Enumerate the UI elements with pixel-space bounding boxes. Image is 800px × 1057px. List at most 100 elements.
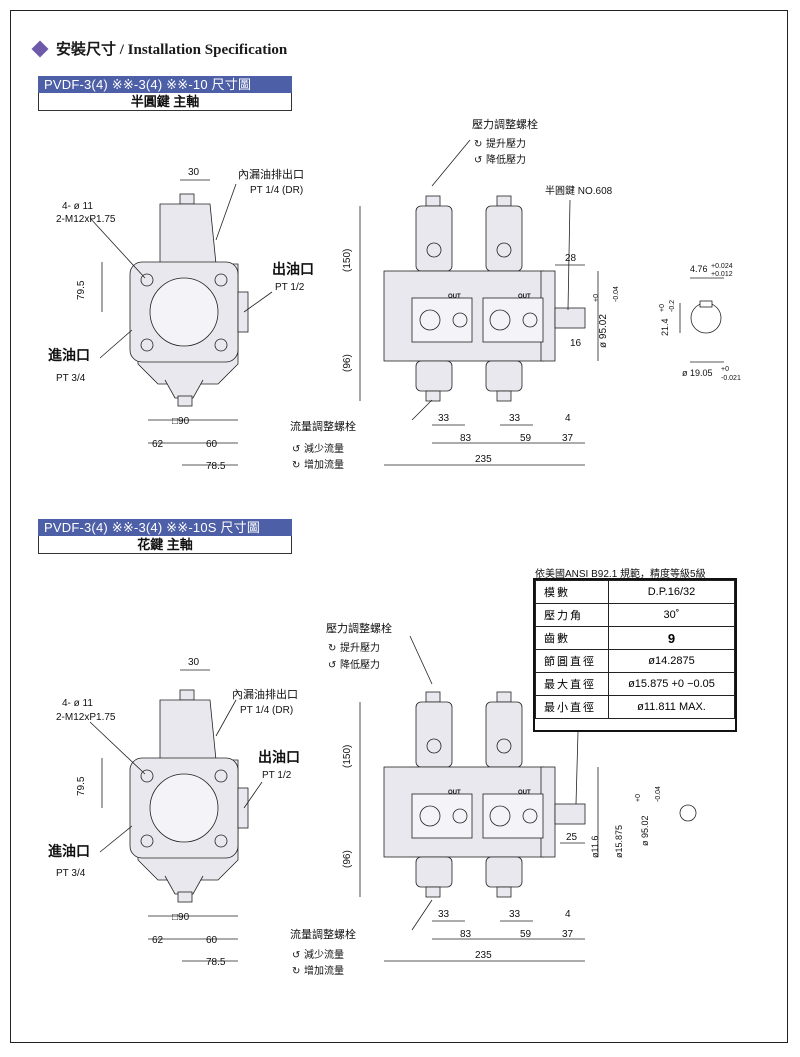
section2-model: PVDF-3(4) ※※-3(4) ※※-10S 尺寸圖 xyxy=(38,519,292,536)
dim-83: 83 xyxy=(460,433,472,444)
label2-out-1: OUT xyxy=(448,790,461,796)
dim-95: ø 95.02 xyxy=(598,314,609,348)
dim-16: 16 xyxy=(570,338,582,349)
lower-arrow-icon: ↺ xyxy=(474,155,482,166)
label2-outlet: 出油口 xyxy=(258,749,300,765)
label-pressure-screw: 壓力調整螺栓 xyxy=(472,117,538,131)
spec-table-border xyxy=(533,578,737,732)
label2-thread: 2-M12xP1.75 xyxy=(56,712,116,723)
spec-value: 30˚ xyxy=(608,603,735,627)
increase2-arrow-icon: ↻ xyxy=(292,966,300,977)
label2-reduce-flow: 減少流量 xyxy=(304,948,344,961)
label-drain-port: 內漏油排出口 xyxy=(238,167,304,181)
dim-90: □90 xyxy=(172,416,190,427)
dim2-79-5: 79.5 xyxy=(76,776,87,796)
section2-title: PVDF-3(4) ※※-3(4) ※※-10S 尺寸圖 花鍵 主軸 xyxy=(38,519,292,555)
spec-key: 模數 xyxy=(535,580,609,604)
label-thread: 2-M12xP1.75 xyxy=(56,214,116,225)
dim-33b: 33 xyxy=(509,413,521,424)
dim-60: 60 xyxy=(206,439,218,450)
dim-shaft-d-dn: -0.021 xyxy=(721,375,741,382)
dim2-59: 59 xyxy=(520,929,532,940)
dim2-150: (150) xyxy=(342,745,353,768)
dim-key-h-up: +0 xyxy=(659,304,666,312)
dim2-90: □90 xyxy=(172,912,190,923)
spec-value: ø15.875 +0 −0.05 xyxy=(608,672,735,696)
section2-subtitle: 花鍵 主軸 xyxy=(38,536,292,554)
dim-key-h: 21.4 xyxy=(660,318,670,336)
dim-shaft-d: ø 19.05 xyxy=(682,368,713,378)
drawing-spline: 30 □90 62 60 78.5 79.5 (150) (96) 33 33 … xyxy=(48,621,697,977)
label-outlet-spec: PT 1/2 xyxy=(275,282,305,293)
dim2-62: 62 xyxy=(152,935,164,946)
spec-table-caption: 依美國ANSI B92.1 規範，精度等級5級 xyxy=(535,569,706,580)
spec-value: 9 xyxy=(608,626,735,650)
label2-inlet-spec: PT 3/4 xyxy=(56,868,86,879)
dim-30: 30 xyxy=(188,167,200,178)
label-out-2: OUT xyxy=(518,294,531,300)
label2-drain-spec: PT 1/4 (DR) xyxy=(240,705,293,716)
dim2-4: 4 xyxy=(565,909,571,920)
dim-235: 235 xyxy=(475,454,492,465)
label2-flow-screw: 流量調整螺栓 xyxy=(290,927,356,941)
dim2-37: 37 xyxy=(562,929,574,940)
dim-95-tol-up: +0 xyxy=(593,294,600,302)
label2-raise-pressure: 提升壓力 xyxy=(340,641,380,654)
dim-key-w-dn: +0.012 xyxy=(711,271,733,278)
dim-150: (150) xyxy=(342,249,353,272)
label-holes: 4- ø 11 xyxy=(62,201,93,212)
spec-key: 壓力角 xyxy=(535,603,609,627)
dim-59: 59 xyxy=(520,433,532,444)
label2-increase-flow: 增加流量 xyxy=(304,964,344,977)
dim-key-w: 4.76 xyxy=(690,264,708,274)
reduce2-arrow-icon: ↺ xyxy=(292,950,300,961)
spec-key: 最大直徑 xyxy=(535,672,609,696)
dim2-30: 30 xyxy=(188,657,200,668)
raise2-arrow-icon: ↻ xyxy=(328,643,336,654)
label-reduce-flow: 減少流量 xyxy=(304,442,344,455)
spec-key: 節圓直徑 xyxy=(535,649,609,673)
drawing-half-round-key: 30 □90 62 60 78.5 79.5 (150) (96) 33 33 … xyxy=(48,117,741,472)
label2-inlet: 進油口 xyxy=(48,843,90,859)
dim2-235: 235 xyxy=(475,950,492,961)
dim-37: 37 xyxy=(562,433,574,444)
dim2-83: 83 xyxy=(460,929,472,940)
label-raise-pressure: 提升壓力 xyxy=(486,137,526,150)
dim-62: 62 xyxy=(152,439,164,450)
label-drain-spec: PT 1/4 (DR) xyxy=(250,185,303,196)
dim-shaft-d-up: +0 xyxy=(721,366,729,373)
dim-key-h-dn: -0.2 xyxy=(669,300,676,312)
section1-subtitle: 半圓鍵 主軸 xyxy=(38,93,292,111)
label-lower-pressure: 降低壓力 xyxy=(486,153,526,166)
dim-79-5: 79.5 xyxy=(76,280,87,300)
label2-out-2: OUT xyxy=(518,790,531,796)
page-frame xyxy=(10,10,788,1043)
label2-holes: 4- ø 11 xyxy=(62,698,93,709)
dim2-33b: 33 xyxy=(509,909,521,920)
dim-4: 4 xyxy=(565,413,571,424)
dim-key-w-up: +0.024 xyxy=(711,263,733,270)
label-out-1: OUT xyxy=(448,294,461,300)
dim2-15-875: ø15.875 xyxy=(614,825,624,858)
dim-95-tol-dn: -0.04 xyxy=(613,286,620,302)
dim-28: 28 xyxy=(565,253,577,264)
section1-model: PVDF-3(4) ※※-3(4) ※※-10 尺寸圖 xyxy=(38,76,292,93)
label2-outlet-spec: PT 1/2 xyxy=(262,770,292,781)
dim2-95-tol-dn: -0.04 xyxy=(655,786,662,802)
dim-33a: 33 xyxy=(438,413,450,424)
dim2-60: 60 xyxy=(206,935,218,946)
label-flow-screw: 流量調整螺栓 xyxy=(290,419,356,433)
label-inlet: 進油口 xyxy=(48,347,90,363)
dim2-33a: 33 xyxy=(438,909,450,920)
spec-value: ø11.811 MAX. xyxy=(608,695,735,719)
dim2-95-tol-up: +0 xyxy=(635,794,642,802)
spec-key: 齒數 xyxy=(535,626,609,650)
lower2-arrow-icon: ↺ xyxy=(328,660,336,671)
